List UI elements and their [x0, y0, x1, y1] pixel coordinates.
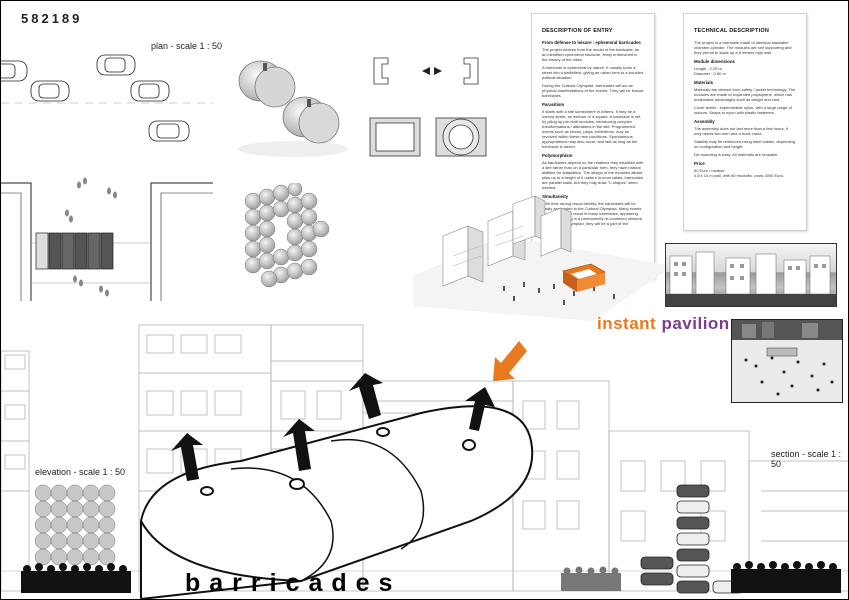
- description-heading: Polymorphism: [542, 153, 573, 158]
- technical-text: 50 Euro / module: [694, 168, 725, 173]
- technical-text: Diameter : 0,80 m: [694, 71, 726, 76]
- cylinder-sketch: [140, 405, 534, 599]
- description-heading: Parasitism: [542, 102, 565, 107]
- elevation-drawing: [1, 324, 848, 599]
- elevation-scale-label: elevation - scale 1 : 50: [35, 467, 126, 477]
- technical-text: De-mounting is easy. All materials are r…: [694, 152, 779, 157]
- brand-word-instant: instant: [597, 314, 662, 333]
- technical-text: The assembly does not last more than a f…: [694, 126, 789, 136]
- description-text: A barricade is ephemeral by nature. It u…: [542, 65, 644, 80]
- description-heading: Simultaneity: [542, 194, 569, 199]
- plan-drawing: [1, 54, 213, 301]
- description-text: It starts with a site somewhere in Athen…: [542, 109, 642, 149]
- instant-pavilion-logo: instant pavilion: [597, 314, 730, 334]
- description-text: The project derives from the model of th…: [542, 47, 640, 62]
- stack-render: [244, 183, 330, 288]
- orange-pavilion: [562, 263, 607, 292]
- technical-text: Stability may be reinforced using steel …: [694, 139, 795, 149]
- technical-text: Length : 2,25 m: [694, 66, 722, 71]
- aerial-render: [413, 196, 673, 321]
- technical-title: TECHNICAL DESCRIPTION: [694, 28, 769, 34]
- section-stack: [640, 484, 744, 594]
- project-title: barricades: [185, 569, 402, 597]
- street-photo: [665, 243, 837, 307]
- module-render: [238, 60, 348, 157]
- technical-heading: Assembly: [694, 119, 715, 124]
- section-scale-label: section - scale 1 : 50: [771, 449, 842, 469]
- technical-heading: Materials: [694, 80, 714, 85]
- brand-word-pavilion: pavilion: [661, 314, 730, 333]
- technical-heading: Price: [694, 161, 705, 166]
- description-subtitle: From defense to leisure : ephemeral barr…: [542, 40, 641, 45]
- crowd-silhouettes: [21, 561, 841, 593]
- connection-detail: [369, 57, 487, 157]
- description-text: During the Cultural Olympiad, barricades…: [542, 83, 644, 98]
- crowd-photo: [731, 319, 843, 403]
- description-text: As barricades depend on the relations th…: [542, 160, 644, 190]
- entry-id: 582189: [21, 11, 83, 26]
- lift-arrows: [171, 373, 495, 481]
- description-title: DESCRIPTION OF ENTRY: [542, 28, 613, 34]
- technical-text: Materials are derived from safety / jack…: [694, 87, 796, 102]
- plan-scale-label: plan - scale 1 : 50: [151, 41, 223, 51]
- orange-arrow: [493, 341, 527, 381]
- technical-text: 4,8 x 10 m wall, with 80 modules, costs …: [694, 173, 785, 178]
- technical-text: Cover textile : impermeable nylon, with …: [694, 105, 792, 115]
- technical-heading: Module dimensions: [694, 59, 735, 64]
- technical-panel: TECHNICAL DESCRIPTION The project is a b…: [683, 13, 807, 231]
- technical-text: The project is a barricade made of ident…: [694, 40, 792, 55]
